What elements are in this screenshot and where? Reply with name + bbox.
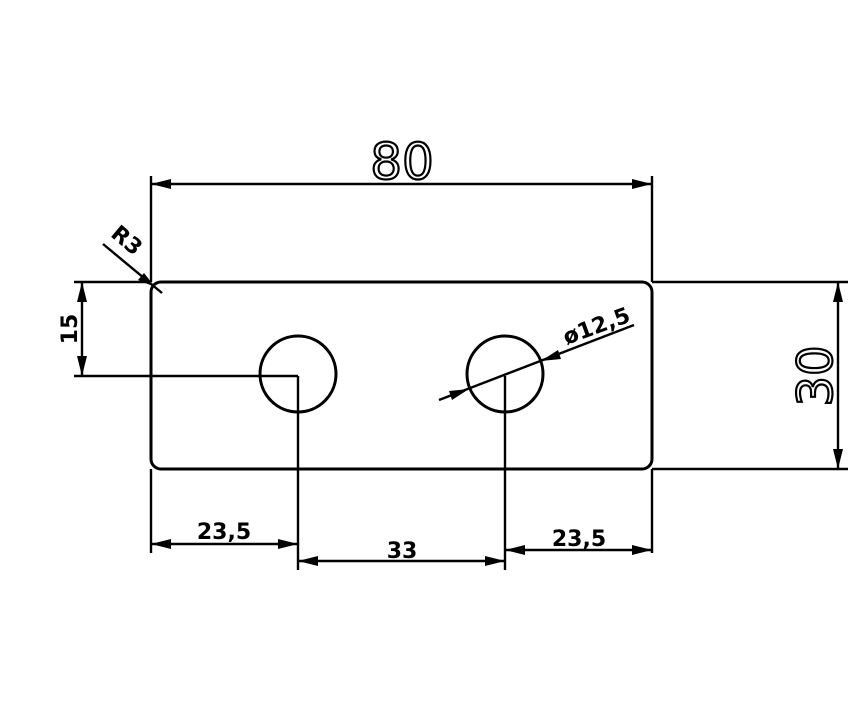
- dimension-right-offset: 23,5: [505, 527, 652, 555]
- hole-spacing-label: 33: [387, 539, 418, 564]
- overall-length-label: 80: [370, 133, 434, 191]
- left-offset-label: 23,5: [197, 520, 251, 545]
- hole-diameter-label: ø12,5: [560, 303, 634, 350]
- bottom-extension-lines: [149, 376, 654, 570]
- dimension-left-offset: 23,5: [151, 520, 298, 549]
- dimension-overall-height: 30: [652, 280, 848, 471]
- dimension-overall-length: 80: [149, 132, 654, 282]
- right-offset-label: 23,5: [552, 527, 606, 552]
- overall-height-label: 30: [788, 345, 844, 406]
- dimension-hole-height: 15: [58, 280, 298, 378]
- hole-height-label: 15: [58, 314, 83, 345]
- dimension-hole-spacing: 33: [298, 539, 505, 566]
- corner-radius-label: R3: [106, 221, 147, 261]
